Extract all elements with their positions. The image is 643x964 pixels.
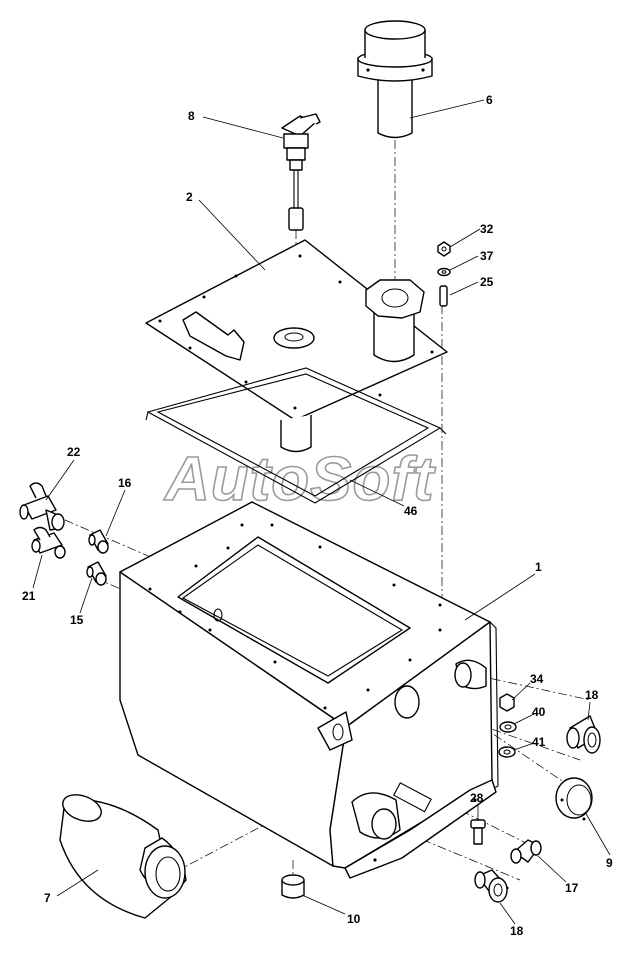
washer-part-40 [499, 721, 517, 733]
filter-element-part [59, 794, 187, 919]
callout-16: 16 [118, 476, 132, 490]
breather-filter-part [357, 20, 433, 139]
washer-part-41 [498, 746, 516, 758]
callout-7: 7 [44, 891, 51, 905]
adapter-fitting-part-15 [86, 561, 107, 586]
callout-37: 37 [480, 249, 494, 263]
nut-part-32 [437, 241, 451, 257]
callout-18-lower: 18 [510, 924, 524, 938]
washer-part-37 [437, 267, 451, 277]
callout-1: 1 [535, 560, 542, 574]
callout-34: 34 [530, 672, 544, 686]
callout-46: 46 [404, 504, 418, 518]
watermark-logo: AutoSoft [163, 445, 436, 514]
gasket-part [145, 367, 447, 504]
cover-plate-part [145, 239, 448, 453]
tee-fitting-part-21 [31, 526, 66, 559]
callout-40: 40 [532, 705, 546, 719]
callout-9: 9 [606, 856, 613, 870]
drain-plug-part [281, 874, 305, 899]
callout-41: 41 [532, 735, 546, 749]
tee-fitting-part-22 [19, 482, 65, 531]
callout-25: 25 [480, 275, 494, 289]
callout-32: 32 [480, 222, 494, 236]
bolt-part [470, 819, 486, 845]
leader-lines [32, 99, 611, 925]
callout-2: 2 [186, 190, 193, 204]
callout-18-upper: 18 [585, 688, 599, 702]
union-fitting-part-18-upper [566, 715, 601, 754]
nut-part-34 [499, 693, 515, 712]
callout-22: 22 [67, 445, 81, 459]
tank-body-part [119, 501, 499, 879]
ring-nut-part [555, 777, 593, 821]
callout-15: 15 [70, 613, 84, 627]
union-fitting-part-18-lower [474, 869, 509, 903]
callout-21: 21 [22, 589, 36, 603]
callout-labels: 6 8 2 32 37 25 22 16 46 1 21 15 34 18 40… [22, 93, 613, 938]
adapter-fitting-part-16 [88, 529, 109, 554]
callout-28: 28 [470, 791, 484, 805]
callout-10: 10 [347, 912, 361, 926]
callout-6: 6 [486, 93, 493, 107]
stud-part-25 [439, 285, 448, 307]
adapter-part-17 [510, 839, 542, 864]
callout-8: 8 [188, 109, 195, 123]
callout-17: 17 [565, 881, 579, 895]
level-sensor-part [281, 113, 321, 231]
